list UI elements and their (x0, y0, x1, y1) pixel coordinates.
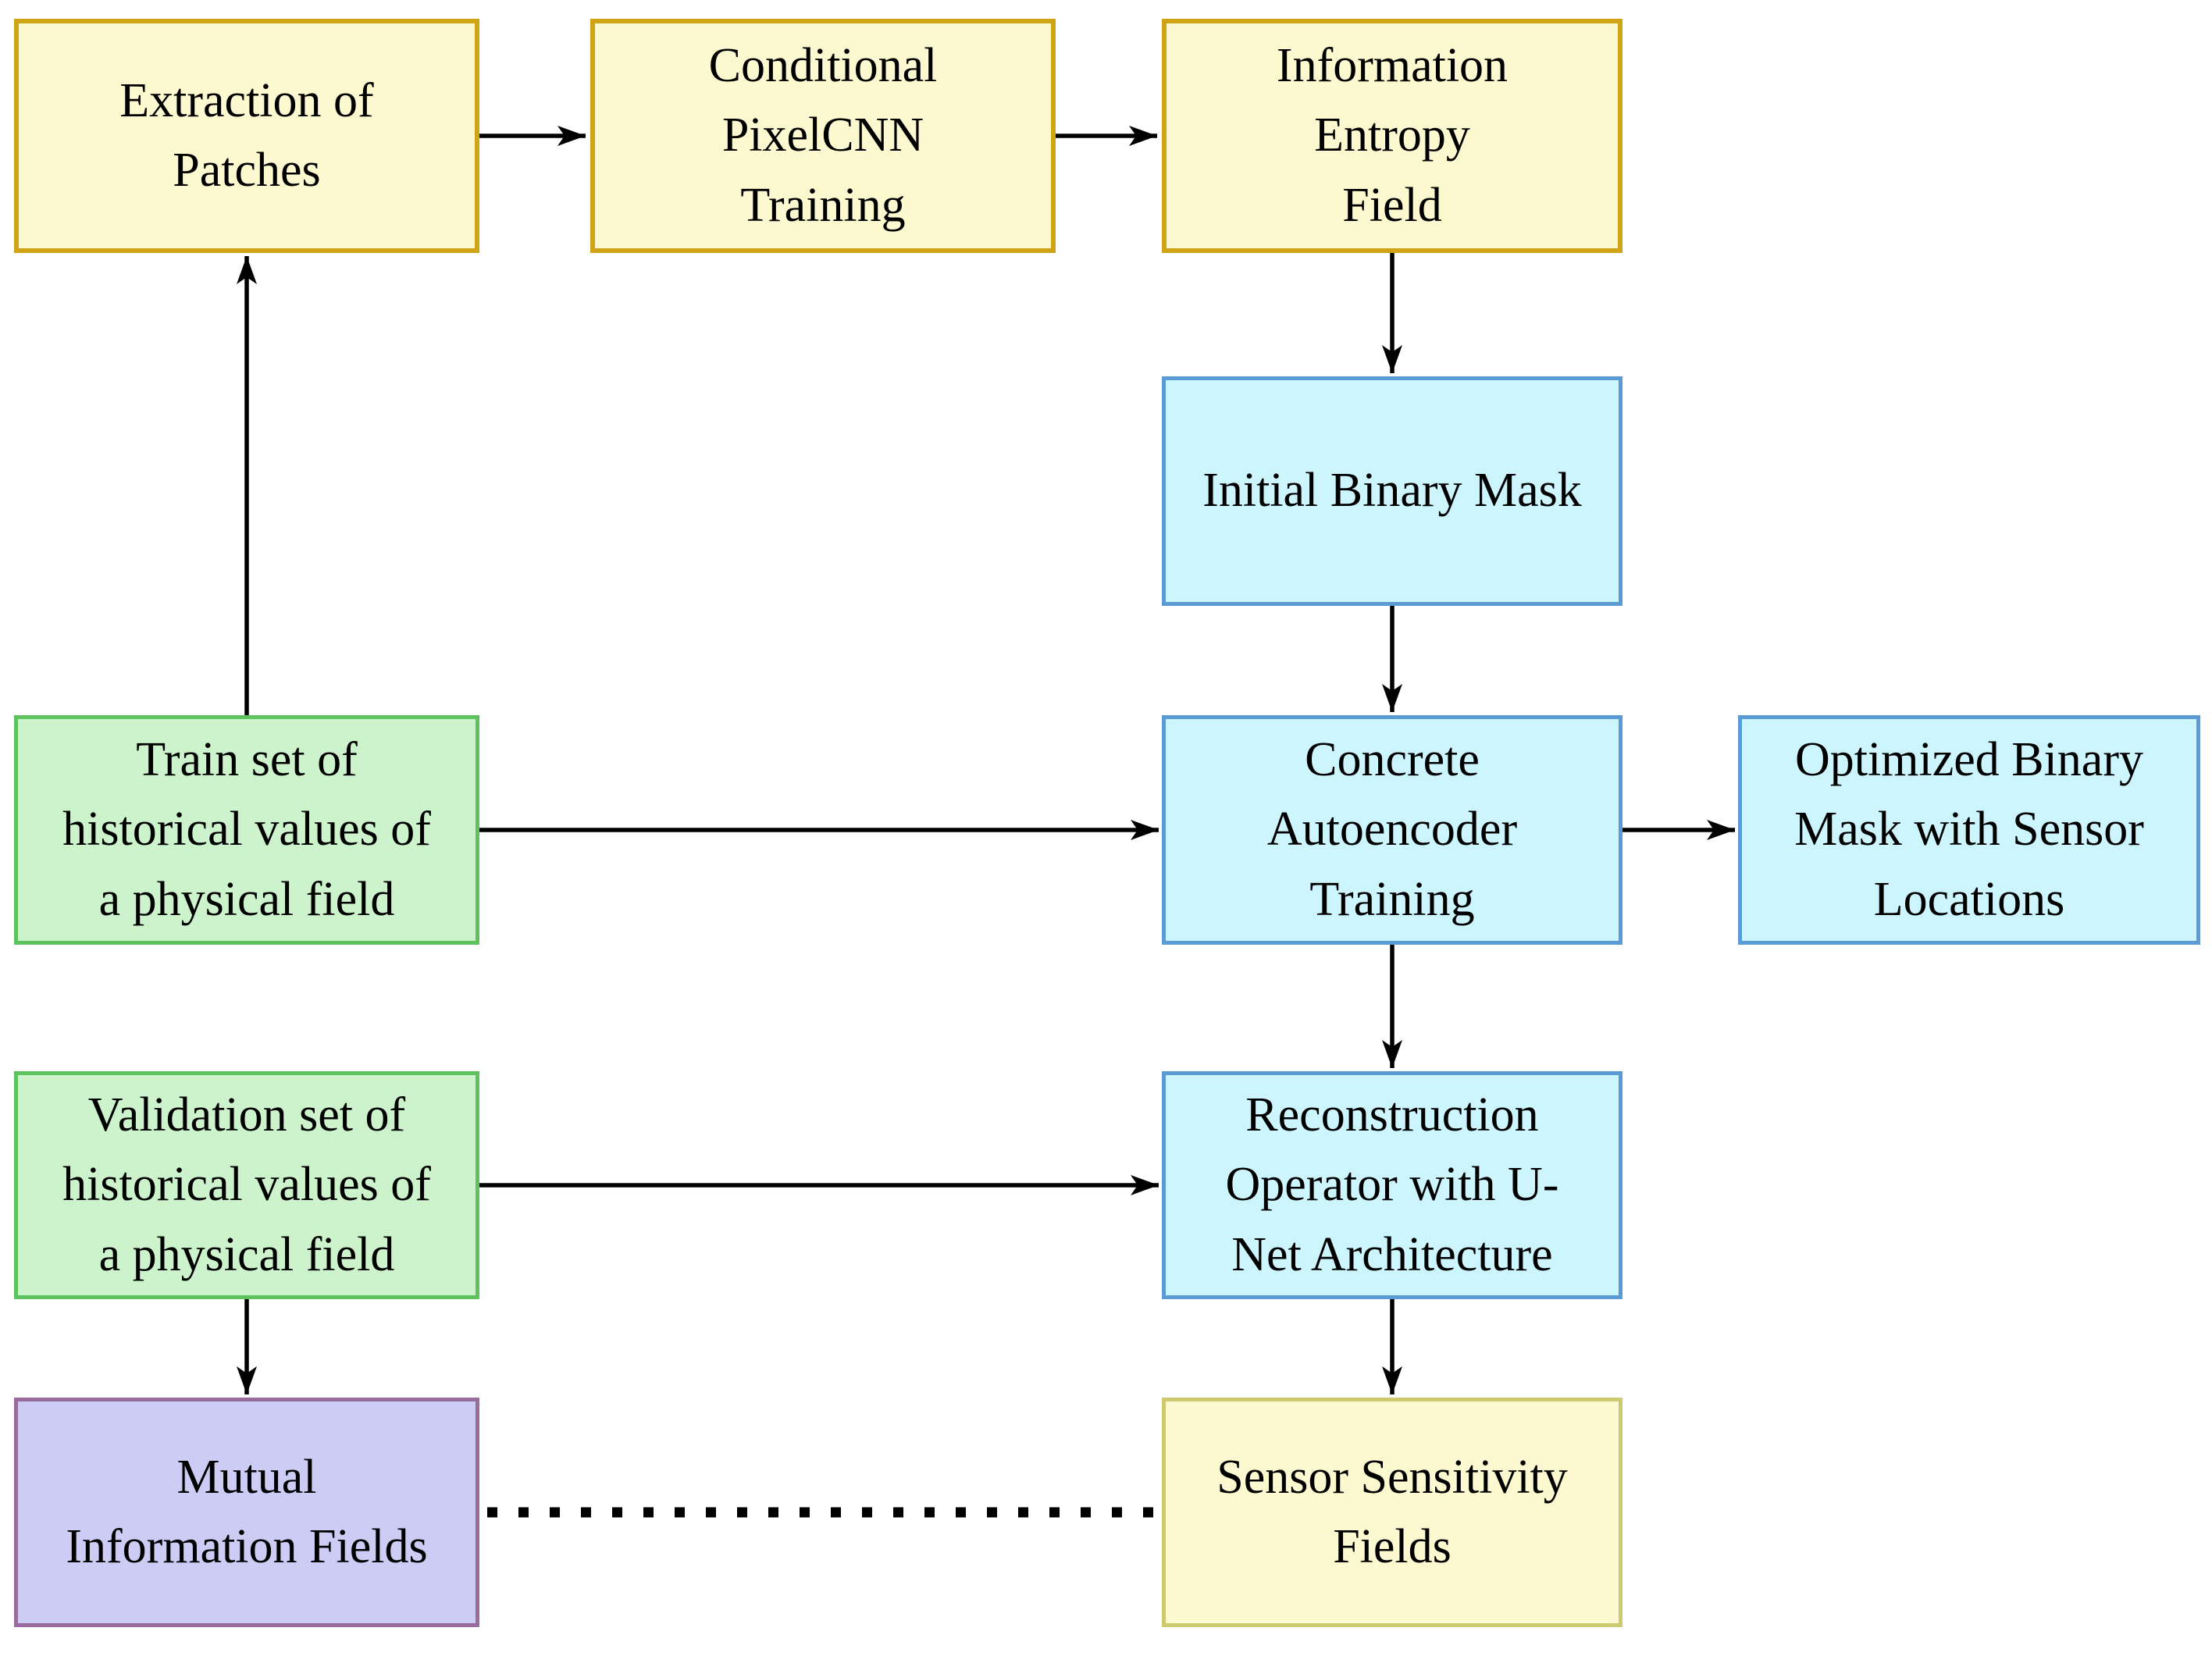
node-validation-set: Validation set of historical values of a… (14, 1071, 479, 1299)
node-information-entropy-field: Information Entropy Field (1162, 19, 1622, 253)
node-reconstruction-operator: Reconstruction Operator with U- Net Arch… (1162, 1071, 1622, 1299)
node-sensor-sensitivity-fields: Sensor Sensitivity Fields (1162, 1398, 1622, 1627)
node-extraction-of-patches: Extraction of Patches (14, 19, 479, 253)
node-mutual-information-fields: Mutual Information Fields (14, 1398, 479, 1627)
node-initial-binary-mask: Initial Binary Mask (1162, 376, 1622, 606)
node-optimized-binary-mask: Optimized Binary Mask with Sensor Locati… (1738, 715, 2200, 945)
node-concrete-autoencoder-training: Concrete Autoencoder Training (1162, 715, 1622, 945)
node-train-set: Train set of historical values of a phys… (14, 715, 479, 945)
node-conditional-pixelcnn-training: Conditional PixelCNN Training (590, 19, 1056, 253)
